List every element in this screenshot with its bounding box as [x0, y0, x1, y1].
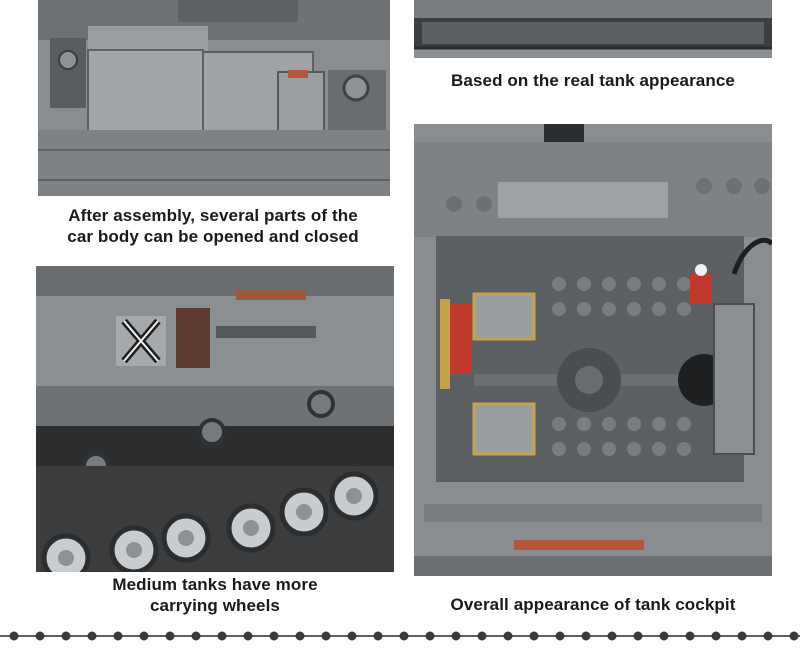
bead-icon — [607, 631, 617, 641]
photo-tank-top-view — [414, 0, 772, 58]
bead-icon — [555, 631, 565, 641]
bead-icon — [321, 631, 331, 641]
bead-icon — [503, 631, 513, 641]
photo-tank-cockpit — [414, 124, 772, 576]
bead-icon — [711, 631, 721, 641]
bead-icon — [373, 631, 383, 641]
bead-chain-divider — [0, 631, 800, 641]
caption-bottom-left-line1: Medium tanks have more — [112, 575, 318, 594]
caption-top-right-text: Based on the real tank appearance — [451, 71, 735, 90]
caption-top-left: After assembly, several parts of the car… — [38, 205, 388, 247]
bead-icon — [165, 631, 175, 641]
caption-top-left-line1: After assembly, several parts of the — [68, 206, 358, 225]
tank-tracks-photo-image — [36, 266, 394, 572]
bead-icon — [243, 631, 253, 641]
bead-icon — [61, 631, 71, 641]
bead-icon — [217, 631, 227, 641]
bead-icon — [425, 631, 435, 641]
bead-icon — [659, 631, 669, 641]
caption-bottom-right-text: Overall appearance of tank cockpit — [450, 595, 736, 614]
bead-icon — [139, 631, 149, 641]
bead-icon — [269, 631, 279, 641]
bead-icon — [529, 631, 539, 641]
caption-bottom-right: Overall appearance of tank cockpit — [414, 594, 772, 615]
bead-icon — [789, 631, 799, 641]
bead-icon — [451, 631, 461, 641]
photo-tank-hull-hatches — [38, 0, 390, 196]
caption-top-right: Based on the real tank appearance — [414, 70, 772, 91]
tank-cockpit-photo-image — [414, 124, 772, 576]
bead-icon — [685, 631, 695, 641]
caption-top-left-line2: car body can be opened and closed — [67, 227, 359, 246]
photo-tank-wheels — [36, 266, 394, 572]
bead-icon — [87, 631, 97, 641]
bead-icon — [113, 631, 123, 641]
tank-hull-photo-image — [38, 0, 390, 196]
bead-icon — [347, 631, 357, 641]
caption-bottom-left-line2: carrying wheels — [149, 596, 280, 615]
bead-icon — [35, 631, 45, 641]
bead-icon — [399, 631, 409, 641]
caption-bottom-left: Medium tanks have more carrying wheels — [36, 574, 394, 616]
bead-icon — [191, 631, 201, 641]
bead-icon — [763, 631, 773, 641]
bead-icon — [737, 631, 747, 641]
bead-icon — [477, 631, 487, 641]
bead-icon — [581, 631, 591, 641]
bead-icon — [633, 631, 643, 641]
bead-icon — [295, 631, 305, 641]
tank-top-photo-image — [414, 0, 772, 58]
bead-icon — [9, 631, 19, 641]
